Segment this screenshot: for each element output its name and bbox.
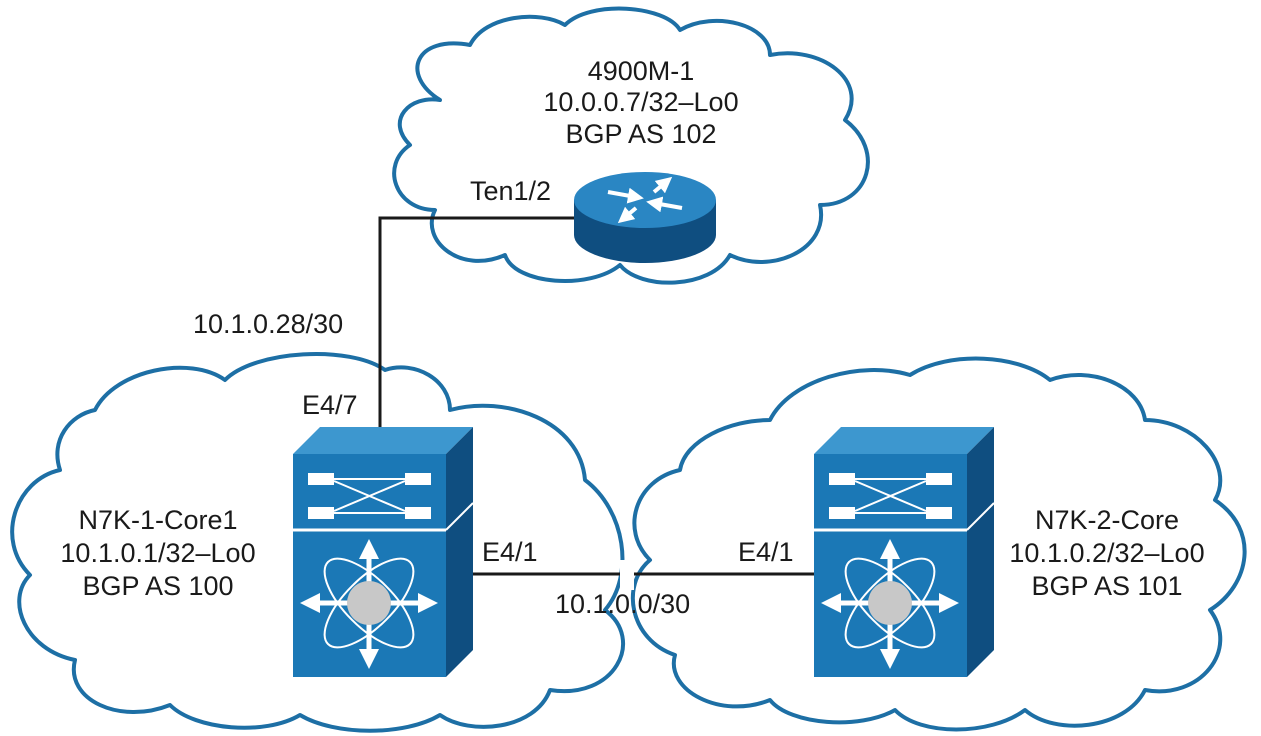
router-icon xyxy=(574,172,716,263)
router-name: 4900M-1 xyxy=(588,56,695,86)
core2-as: BGP AS 101 xyxy=(1031,571,1182,601)
subnet-core1-core2: 10.1.0.0/30 xyxy=(555,589,690,619)
nexus-switch-icon xyxy=(814,427,994,677)
router-as: BGP AS 102 xyxy=(565,119,716,149)
router-interface-label: Ten1/2 xyxy=(470,176,551,206)
core1-interface-e4-1: E4/1 xyxy=(482,537,538,567)
core1-interface-e4-7: E4/7 xyxy=(302,390,358,420)
core1-name: N7K-1-Core1 xyxy=(78,505,237,535)
core2-name: N7K-2-Core xyxy=(1035,505,1179,535)
subnet-router-core1: 10.1.0.28/30 xyxy=(193,309,343,339)
link-router-core1 xyxy=(378,216,590,430)
core2-interface-e4-1: E4/1 xyxy=(738,537,794,567)
core1-loopback: 10.1.0.1/32–Lo0 xyxy=(60,538,255,568)
router-loopback: 10.0.0.7/32–Lo0 xyxy=(543,87,738,117)
nexus-switch-icon xyxy=(293,427,473,677)
core1-as: BGP AS 100 xyxy=(82,571,233,601)
cloud-4900m xyxy=(392,6,870,285)
core2-loopback: 10.1.0.2/32–Lo0 xyxy=(1009,538,1204,568)
